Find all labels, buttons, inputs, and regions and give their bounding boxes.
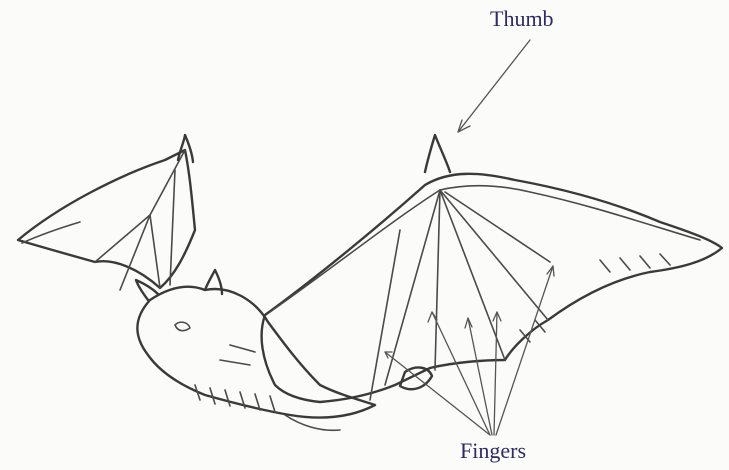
bat-body: [136, 270, 432, 430]
right-wing: [262, 174, 722, 402]
thumb-pointer: [458, 40, 530, 132]
fingers-label: Fingers: [460, 438, 526, 464]
thumb-label: Thumb: [490, 6, 554, 32]
fingers-pointers: [385, 266, 554, 435]
right-thumb: [425, 135, 450, 172]
left-wing: [18, 150, 195, 290]
